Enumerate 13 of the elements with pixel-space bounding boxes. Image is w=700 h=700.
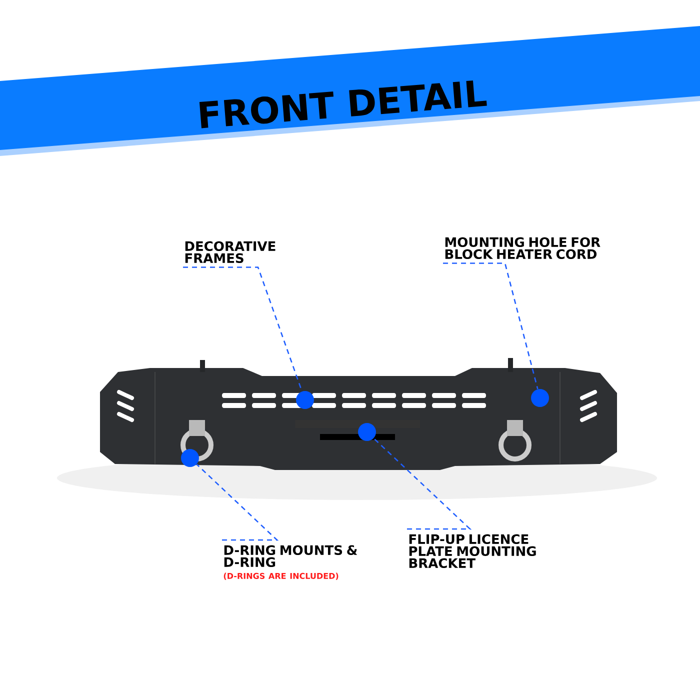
leader-line (443, 262, 538, 390)
leader-line (196, 464, 279, 541)
callout-dot (531, 389, 549, 407)
callout-dot (358, 423, 376, 441)
callout-text: FLIP-UP LICENCE PLATE MOUNTING BRACKET (409, 534, 536, 568)
title: FRONT DETAIL (199, 80, 487, 128)
leader-line (373, 438, 472, 530)
bumper-drawing (57, 358, 658, 500)
callout-text: DECORATIVE FRAMES (185, 241, 276, 264)
callout-text: MOUNTING HOLE FOR BLOCK HEATER CORD (445, 237, 600, 260)
callout-text: D-RING MOUNTS & D-RING (D-RINGS ARE INCLUDED) (224, 545, 358, 580)
callout-dot (181, 449, 199, 467)
callout-dot (296, 391, 314, 409)
